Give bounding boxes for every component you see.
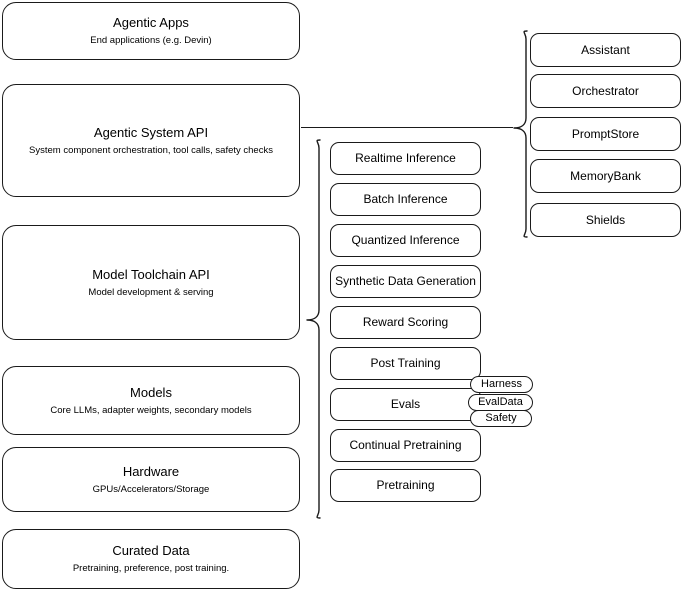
component-label: PromptStore (571, 126, 640, 141)
layer-models[interactable]: Models Core LLMs, adapter weights, secon… (2, 366, 300, 435)
layer-title: Models (130, 384, 172, 400)
capability-post-training[interactable]: Post Training (330, 347, 481, 380)
eval-tag-evaldata[interactable]: EvalData (468, 394, 533, 411)
component-label: Orchestrator (572, 83, 639, 98)
component-label: Assistant (581, 42, 630, 57)
eval-tag-safety[interactable]: Safety (470, 410, 532, 427)
layer-subtitle: Model development & serving (88, 286, 214, 298)
layer-title: Agentic Apps (113, 15, 189, 30)
layer-title: Model Toolchain API (92, 266, 210, 282)
layer-title: Hardware (122, 463, 180, 479)
capability-label: Continual Pretraining (349, 438, 462, 452)
layer-model-toolchain-api[interactable]: Model Toolchain API Model development & … (2, 225, 300, 340)
capability-label: Batch Inference (363, 192, 448, 206)
component-label: MemoryBank (570, 168, 641, 183)
component-orchestrator[interactable]: Orchestrator (530, 74, 681, 108)
component-label: Shields (585, 212, 626, 227)
layer-subtitle: End applications (e.g. Devin) (90, 35, 212, 46)
component-memorybank[interactable]: MemoryBank (530, 159, 681, 193)
capability-quantized-inference[interactable]: Quantized Inference (330, 224, 481, 257)
capability-label: Reward Scoring (362, 315, 449, 329)
capability-reward-scoring[interactable]: Reward Scoring (330, 306, 481, 339)
layer-subtitle: GPUs/Accelerators/Storage (92, 483, 210, 495)
capability-batch-inference[interactable]: Batch Inference (330, 183, 481, 216)
capability-label: Synthetic Data Generation (335, 274, 476, 288)
capability-evals[interactable]: Evals (330, 388, 481, 421)
brace-toolchain-capabilities (304, 138, 322, 520)
capability-label: Pretraining (376, 478, 435, 492)
capability-pretraining[interactable]: Pretraining (330, 469, 481, 502)
component-shields[interactable]: Shields (530, 203, 681, 237)
component-promptstore[interactable]: PromptStore (530, 117, 681, 151)
layer-title: Agentic System API (93, 124, 209, 140)
connector-system-api-to-components (301, 127, 513, 129)
layer-subtitle: Pretraining, preference, post training. (72, 563, 230, 574)
capability-label: Post Training (370, 356, 441, 370)
layer-title: Curated Data (112, 543, 190, 558)
capability-synthetic-data-generation[interactable]: Synthetic Data Generation (330, 265, 481, 298)
capability-label: Evals (390, 397, 421, 411)
layer-subtitle: Core LLMs, adapter weights, secondary mo… (50, 404, 252, 416)
layer-agentic-system-api[interactable]: Agentic System API System component orch… (2, 84, 300, 197)
capability-label: Realtime Inference (355, 151, 456, 165)
eval-tag-harness[interactable]: Harness (470, 376, 533, 393)
layer-hardware[interactable]: Hardware GPUs/Accelerators/Storage (2, 447, 300, 512)
component-assistant[interactable]: Assistant (530, 33, 681, 67)
brace-system-components (511, 29, 529, 239)
layer-subtitle: System component orchestration, tool cal… (29, 144, 273, 156)
layer-curated-data[interactable]: Curated Data Pretraining, preference, po… (2, 529, 300, 589)
capability-label: Quantized Inference (351, 233, 460, 247)
capability-continual-pretraining[interactable]: Continual Pretraining (330, 429, 481, 462)
layer-agentic-apps[interactable]: Agentic Apps End applications (e.g. Devi… (2, 2, 300, 60)
eval-tag-label: Harness (481, 378, 522, 390)
eval-tag-label: Safety (485, 412, 517, 424)
capability-realtime-inference[interactable]: Realtime Inference (330, 142, 481, 175)
eval-tag-label: EvalData (478, 396, 523, 408)
